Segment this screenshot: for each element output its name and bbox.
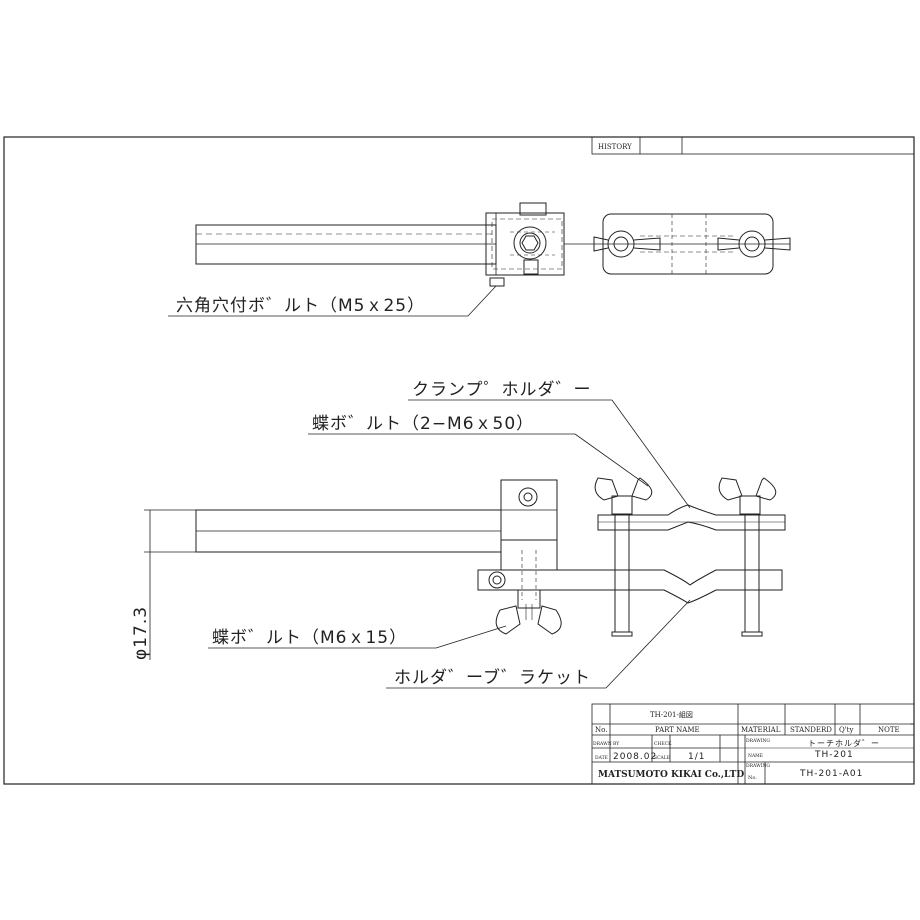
scale-value: 1/1 (688, 752, 705, 762)
part-name-label: PART NAME (655, 726, 700, 734)
company-name: MATSUMOTO KIKAI Co.,LTD (598, 770, 744, 780)
leader-holder-bracket: ホルダ゛ーブ゛ラケット (386, 599, 691, 689)
callout-wing-bolt-pair: 蝶ボ゛ルト（2−M6ｘ50） (312, 414, 534, 434)
note-label: NOTE (878, 726, 900, 734)
name-label: NAME (748, 753, 763, 759)
standard-label: STANDERD (790, 726, 832, 734)
callout-holder-bracket: ホルダ゛ーブ゛ラケット (394, 667, 591, 688)
leader-wing-bolt-pair: 蝶ボ゛ルト（2−M6ｘ50） (308, 414, 649, 487)
check-label: CHECK (654, 741, 672, 747)
drawing-no-label-top: DRAWING (746, 763, 770, 769)
leader-clamp-holder: クランプ゜ホルダ゛ー (408, 380, 691, 509)
front-view (195, 477, 786, 637)
date-label: DATE (595, 755, 608, 761)
top-view (195, 202, 791, 287)
dimension-diameter: φ17.3 (131, 509, 196, 660)
callout-clamp-holder: クランプ゜ホルダ゛ー (412, 380, 592, 400)
product-name-kana: トーチホルダ゛ー (808, 738, 880, 748)
material-label: MATERIAL (741, 726, 781, 734)
qty-label: Q'ty (839, 726, 853, 734)
date-value: 2008.02 (613, 752, 657, 762)
title-block-text: TH-201-組図 No. PART NAME MATERIAL STANDER… (593, 710, 900, 781)
drawing-no: TH-201-A01 (799, 769, 863, 779)
product-code: TH-201 (814, 750, 854, 760)
leader-wing-bolt-single: 蝶ボ゛ルト（M6ｘ15） (208, 625, 507, 649)
title-block (591, 703, 915, 785)
callout-wing-bolt-single: 蝶ボ゛ルト（M6ｘ15） (212, 628, 407, 648)
drawing-label: DRAWING (746, 738, 770, 744)
history-label: HISTORY (598, 143, 632, 151)
drawing-title: TH-201-組図 (650, 710, 693, 719)
dimension-diameter-text: φ17.3 (131, 606, 151, 660)
scale-label: SCALE (654, 755, 670, 761)
callout-hex-socket-bolt: 六角穴付ボ゛ルト（M5ｘ25） (176, 296, 425, 316)
no-label: No. (595, 726, 607, 734)
history-box: HISTORY (591, 136, 915, 155)
drawing-frame (3, 136, 915, 785)
drawing-no-label: No. (748, 775, 757, 781)
leader-hex-socket-bolt: 六角穴付ボ゛ルト（M5ｘ25） (168, 285, 497, 317)
drawn-by-label: DRAWN BY (593, 741, 620, 747)
